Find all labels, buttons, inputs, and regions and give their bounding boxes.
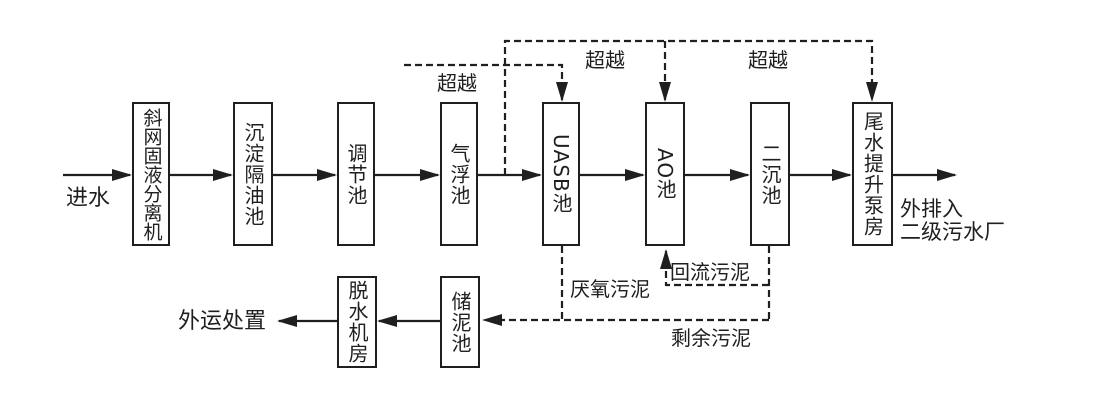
bypass-label-2: 超越 [585,48,625,72]
anaerobic-sludge-label: 厌氧污泥 [570,277,650,301]
process-box-screen-separator: 斜网固液分离机 [132,102,170,246]
process-box-sludge-storage-tank: 储泥池 [440,276,480,368]
process-box-dewatering-room: 脱水机房 [337,276,377,368]
process-box-tailwater-pump-house: 尾水提升泵房 [852,102,893,246]
process-box-equalization-tank: 调节池 [337,102,375,246]
bypass-label-1: 超越 [437,71,477,95]
return-sludge-label: 回流污泥 [670,260,750,284]
process-box-uasb-tank: UASB池 [542,102,580,246]
bypass-label-3: 超越 [748,48,788,72]
influent-label: 进水 [66,186,111,211]
process-box-air-flotation-tank: 气浮池 [440,102,478,246]
process-box-sedimentation-oil-tank: 沉淀隔油池 [233,102,273,246]
bypass-trunk-to-pumphouse [503,39,878,175]
process-box-secondary-clarifier: 二沉池 [750,102,790,246]
effluent-label-line2: 二级污水厂 [900,220,1005,244]
effluent-label-line1: 外排入 [900,197,963,221]
process-box-ao-tank: AO池 [645,102,685,246]
bypass-over-flotation-to-uasb [404,63,568,102]
surplus-sludge-label: 剩余污泥 [671,326,751,350]
return-sludge-line-to-ao [660,249,769,287]
offsite-disposal-label: 外运处置 [178,309,267,334]
effluent-label: 外排入 二级污水厂 [900,198,1005,244]
